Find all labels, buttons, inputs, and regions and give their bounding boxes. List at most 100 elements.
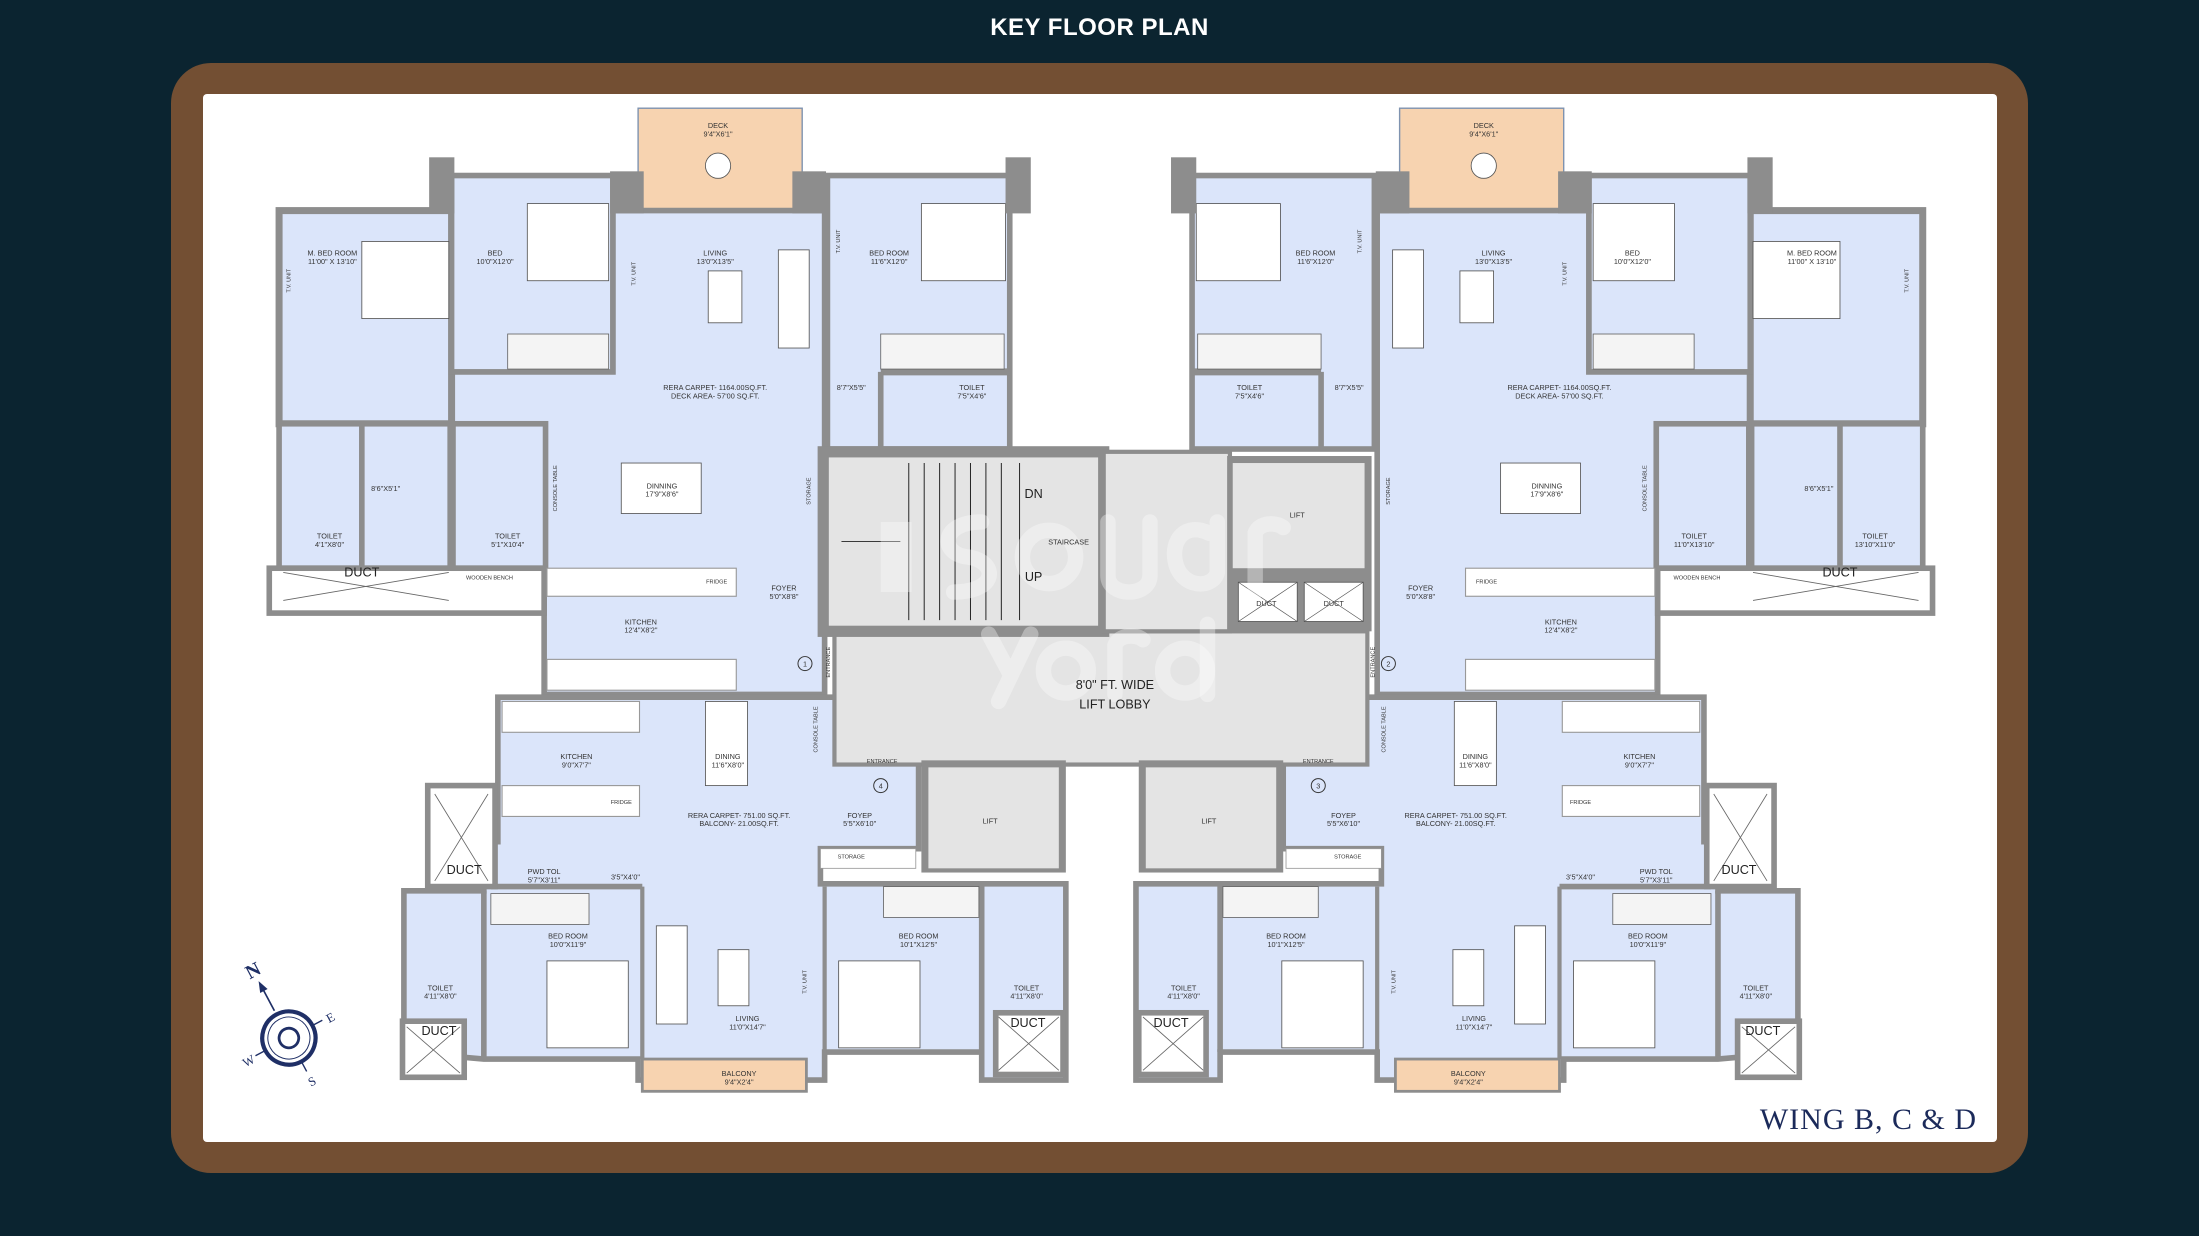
extra-area: BALCONY- 21.00SQ.FT. [699,819,778,828]
room-size: 4'11"X8'0" [1167,992,1200,1001]
room-size: 5'5"X6'10" [843,819,876,828]
room-size: 11'6"X12'0" [871,257,908,266]
room-name: M. BED ROOM [307,248,357,257]
compass-e: E [324,1010,338,1026]
unit-number-badge [873,778,889,794]
fixture-label: STORAGE [807,477,813,505]
room-size: 10'0"X12'0" [477,257,515,266]
unit-number: 4 [879,782,883,791]
room-name: BED ROOM [1296,248,1336,257]
fixture-label: T.V. UNIT [286,268,292,292]
room-size: 11'0"X13'10" [1674,540,1715,549]
north-arrow-icon [261,988,276,1012]
room-name: BED ROOM [869,248,909,257]
room-size: 5'5"X6'10" [1327,819,1360,828]
room-name: DINNING [647,481,678,490]
fixture-label: DUCT [1721,863,1756,877]
fixture-label: DUCT [1154,1016,1189,1030]
lift-label: LIFT [983,816,999,825]
fixture-label: ENTRANCE [826,647,832,678]
rera-carpet: RERA CARPET- 1164.00SQ.FT. [1508,383,1612,392]
fixture-label: FRIDGE [1476,580,1497,586]
fixture-label: FRIDGE [706,580,727,586]
fixture-label: STORAGE [838,855,866,861]
fixture-label: STORAGE [1386,477,1392,505]
room-size: 13'0"X13'5" [697,257,735,266]
room-size: 10'0"X11'9" [1630,940,1667,949]
unit-number-badge [797,656,813,672]
duct-label: DUCT [1324,599,1345,608]
core [817,446,1372,873]
room-name: BALCONY [1451,1069,1486,1078]
room-size: 8'6"X5'1" [1804,484,1833,493]
room-name: LIVING [736,1014,760,1023]
fixture-label: T.V. UNIT [836,229,842,253]
fixture-label: DUCT [421,1024,456,1038]
room-name: LIVING [703,248,727,257]
room-size: 10'1"X12'5" [900,940,938,949]
room-size: 17'9"X8'6" [645,490,678,499]
unit-number: 1 [803,660,807,669]
unit-number-badge [1380,656,1396,672]
compass-w: W [240,1052,257,1070]
room-size: 11'6"X8'0" [1459,760,1492,769]
room-size: 11'00" X 13'10" [1788,257,1837,266]
room-name: LIVING [1462,1014,1486,1023]
lift-label: LIFT [1290,511,1306,520]
room-size: 17'9"X8'6" [1530,490,1563,499]
room-name: TOILET [1171,983,1197,992]
fixture-label: T.V. UNIT [1905,268,1911,292]
room-name: DECK [708,121,728,130]
compass-s: S [306,1074,319,1090]
fixture-label: FRIDGE [611,800,632,806]
lobby-label: LIFT LOBBY [1079,697,1151,711]
compass-n: N [242,959,264,984]
watermark-logo [880,514,1291,710]
room-name: KITCHEN [625,617,657,626]
room-size: 10'0"X11'9" [550,940,587,949]
room-name: TOILET [1237,383,1263,392]
room-name: BALCONY [722,1069,757,1078]
room-name: DINING [1463,752,1489,761]
room-size: 3'5"X4'0" [611,873,640,882]
fixture-label: T.V. UNIT [1563,261,1569,285]
stair-dn: DN [1024,487,1042,501]
room-size: 11'0"X14'7" [1456,1023,1493,1032]
unit-number-badge [1310,778,1326,794]
room-name: TOILET [1681,532,1707,541]
fixture-label: ENTRANCE [1303,759,1334,765]
room-size: 11'6"X8'0" [712,760,745,769]
rera-carpet: RERA CARPET- 751.00 SQ.FT. [1405,811,1507,820]
fixture-label: DUCT [1010,1016,1045,1030]
extra-area: DECK AREA- 57'00 SQ.FT. [1515,392,1603,401]
room-size: 11'00" X 13'10" [308,257,357,266]
room-name: DECK [1474,121,1494,130]
room-size: 9'4"X2'4" [1454,1077,1483,1086]
room-name: KITCHEN [1623,752,1655,761]
room-size: 4'1"X8'0" [315,540,344,549]
wing-label: WING B, C & D [1759,1103,1977,1136]
room-size: 9'0"X7'7" [562,760,591,769]
fixture-label: CONSOLE TABLE [553,465,559,511]
fixture-label: DUCT [1822,566,1857,580]
room-size: 11'6"X12'0" [1297,257,1334,266]
duct-label: DUCT [1256,599,1277,608]
room-name: DINNING [1531,481,1562,490]
room-size: 7'5"X4'6" [1235,392,1264,401]
room-size: 8'7"X5'5" [1335,383,1364,392]
room-size: 12'4"X8'2" [624,626,657,635]
unit-number: 3 [1316,782,1320,791]
fixture-label: WOODEN BENCH [466,575,513,581]
fixture-label: T.V. UNIT [1391,969,1397,993]
room-name: BED ROOM [1628,931,1668,940]
room-size: 13'10"X11'0" [1855,540,1896,549]
fixture-label: FRIDGE [1570,800,1591,806]
room-name: FOYER [771,584,796,593]
room-name: KITCHEN [1545,617,1577,626]
fixture-label: CONSOLE TABLE [814,706,820,752]
room-size: 3'5"X4'0" [1566,873,1595,882]
fixture-label: DUCT [447,863,482,877]
lobby-width: 8'0" FT. WIDE [1076,678,1154,692]
room-name: FOYER [1408,584,1433,593]
